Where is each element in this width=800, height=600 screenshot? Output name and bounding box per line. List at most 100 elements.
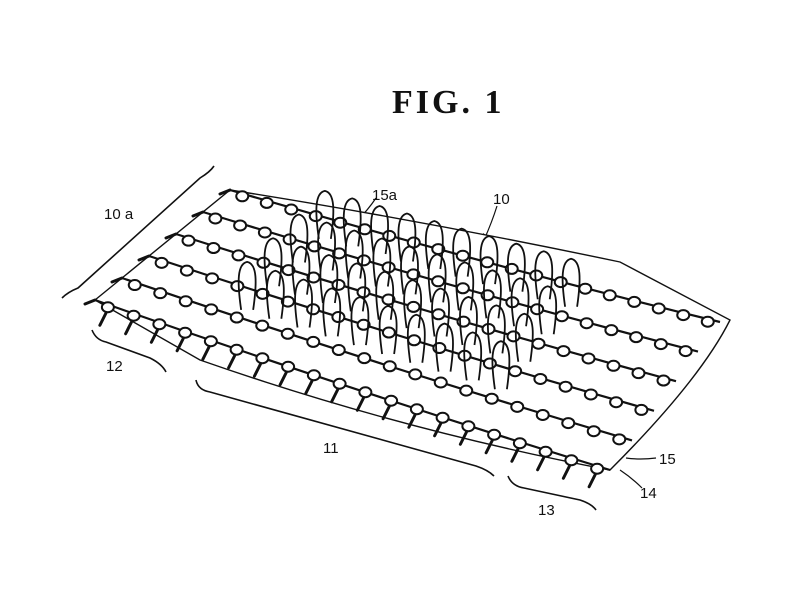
ground-loop (531, 337, 546, 350)
ground-loop (127, 279, 142, 292)
pile-loop (561, 257, 581, 307)
ground-loop (229, 311, 244, 324)
ground-loop (631, 367, 646, 380)
ground-loop (259, 196, 274, 209)
pile-loop (455, 261, 475, 311)
ground-loop (255, 319, 270, 332)
ground-loop (435, 411, 450, 424)
ground-loop (100, 301, 115, 314)
pile-loop (347, 262, 367, 312)
ground-loop (382, 360, 397, 373)
yarn-stub-end (561, 464, 571, 480)
ground-loop (356, 286, 371, 299)
ground-loop (583, 388, 598, 401)
ground-loop (487, 428, 502, 441)
ground-loop (284, 203, 299, 216)
ground-loop (606, 359, 621, 372)
pile-loop (400, 245, 419, 295)
yarn-stub-end (124, 320, 134, 336)
pile-loop (479, 235, 499, 285)
ground-loop (179, 264, 194, 277)
label-10a: 10 a (104, 206, 134, 223)
yarn-stub-end (458, 430, 468, 446)
ground-loop (208, 212, 223, 225)
ground-loop (126, 309, 141, 322)
yarn-stub-end (330, 388, 340, 404)
pile-loop (372, 237, 392, 287)
ground-loop (381, 261, 396, 274)
ground-loop (581, 352, 596, 365)
pile-loop (291, 245, 311, 295)
ground-loop (178, 326, 193, 339)
ground-loop (653, 338, 668, 351)
yarn-stub-end (510, 447, 520, 463)
ground-loop (384, 394, 399, 407)
ground-loop (602, 289, 617, 302)
ground-loop (510, 400, 525, 413)
ground-loop (229, 343, 244, 356)
ground-loop (205, 272, 220, 285)
pile-loop (491, 340, 511, 390)
ground-loop (204, 303, 219, 316)
yarn-stub-end (407, 413, 417, 429)
ground-yarn-row (94, 298, 611, 472)
pile-loop (406, 313, 426, 363)
ground-loop (609, 396, 624, 409)
leader-15 (625, 457, 657, 460)
pile-loop (538, 285, 558, 335)
yarn-stub-end (191, 210, 205, 218)
ground-loop (561, 417, 576, 430)
ground-loop (153, 287, 168, 300)
yarn-stub-end (304, 379, 314, 395)
ground-loop (382, 229, 397, 242)
ground-loop (406, 268, 421, 281)
yarn-stub-end (278, 371, 288, 387)
yarn-stub-end (201, 345, 211, 361)
pile-loop (427, 253, 447, 303)
yarn-stub-end (149, 328, 159, 344)
ground-loop (281, 360, 296, 373)
ground-loop (178, 295, 193, 308)
bracket-11 (195, 379, 495, 477)
ground-loop (233, 219, 248, 232)
ground-loop (556, 345, 571, 358)
ground-loop (508, 365, 523, 378)
ground-loop (409, 403, 424, 416)
ground-loop (230, 280, 245, 293)
label-14: 14 (640, 485, 657, 502)
ground-loop (586, 425, 601, 438)
figure-title: FIG. 1 (392, 84, 505, 121)
yarn-stub-end (252, 362, 262, 378)
pile-loop (319, 254, 339, 304)
ground-loop (331, 278, 346, 291)
pile-loop (263, 237, 283, 287)
pile-loops (237, 189, 581, 390)
pile-loop (378, 305, 398, 355)
label-10: 10 (493, 191, 510, 208)
ground-loop (407, 334, 422, 347)
ground-loop (535, 408, 550, 421)
ground-loop (678, 345, 693, 358)
pile-loop (431, 287, 450, 337)
ground-loop (356, 254, 371, 267)
pile-loop (350, 296, 370, 346)
pile-loop (435, 322, 454, 372)
pile-loop (424, 220, 444, 270)
ground-loop (203, 335, 218, 348)
ground-loop (461, 420, 476, 433)
ground-loop (306, 271, 321, 284)
pile-loop (375, 270, 395, 320)
ground-loop (381, 326, 396, 339)
ground-yarn-row (121, 276, 633, 442)
pile-loop (534, 250, 554, 300)
fabric-outline (93, 189, 731, 471)
ground-loop (255, 287, 270, 300)
pile-loop (294, 278, 313, 328)
ground-loop (459, 384, 474, 397)
ground-loop (331, 344, 346, 357)
ground-loop (634, 403, 649, 416)
pile-loop (403, 279, 423, 329)
ground-loop (482, 357, 497, 370)
yarn-stub-end (536, 456, 546, 472)
